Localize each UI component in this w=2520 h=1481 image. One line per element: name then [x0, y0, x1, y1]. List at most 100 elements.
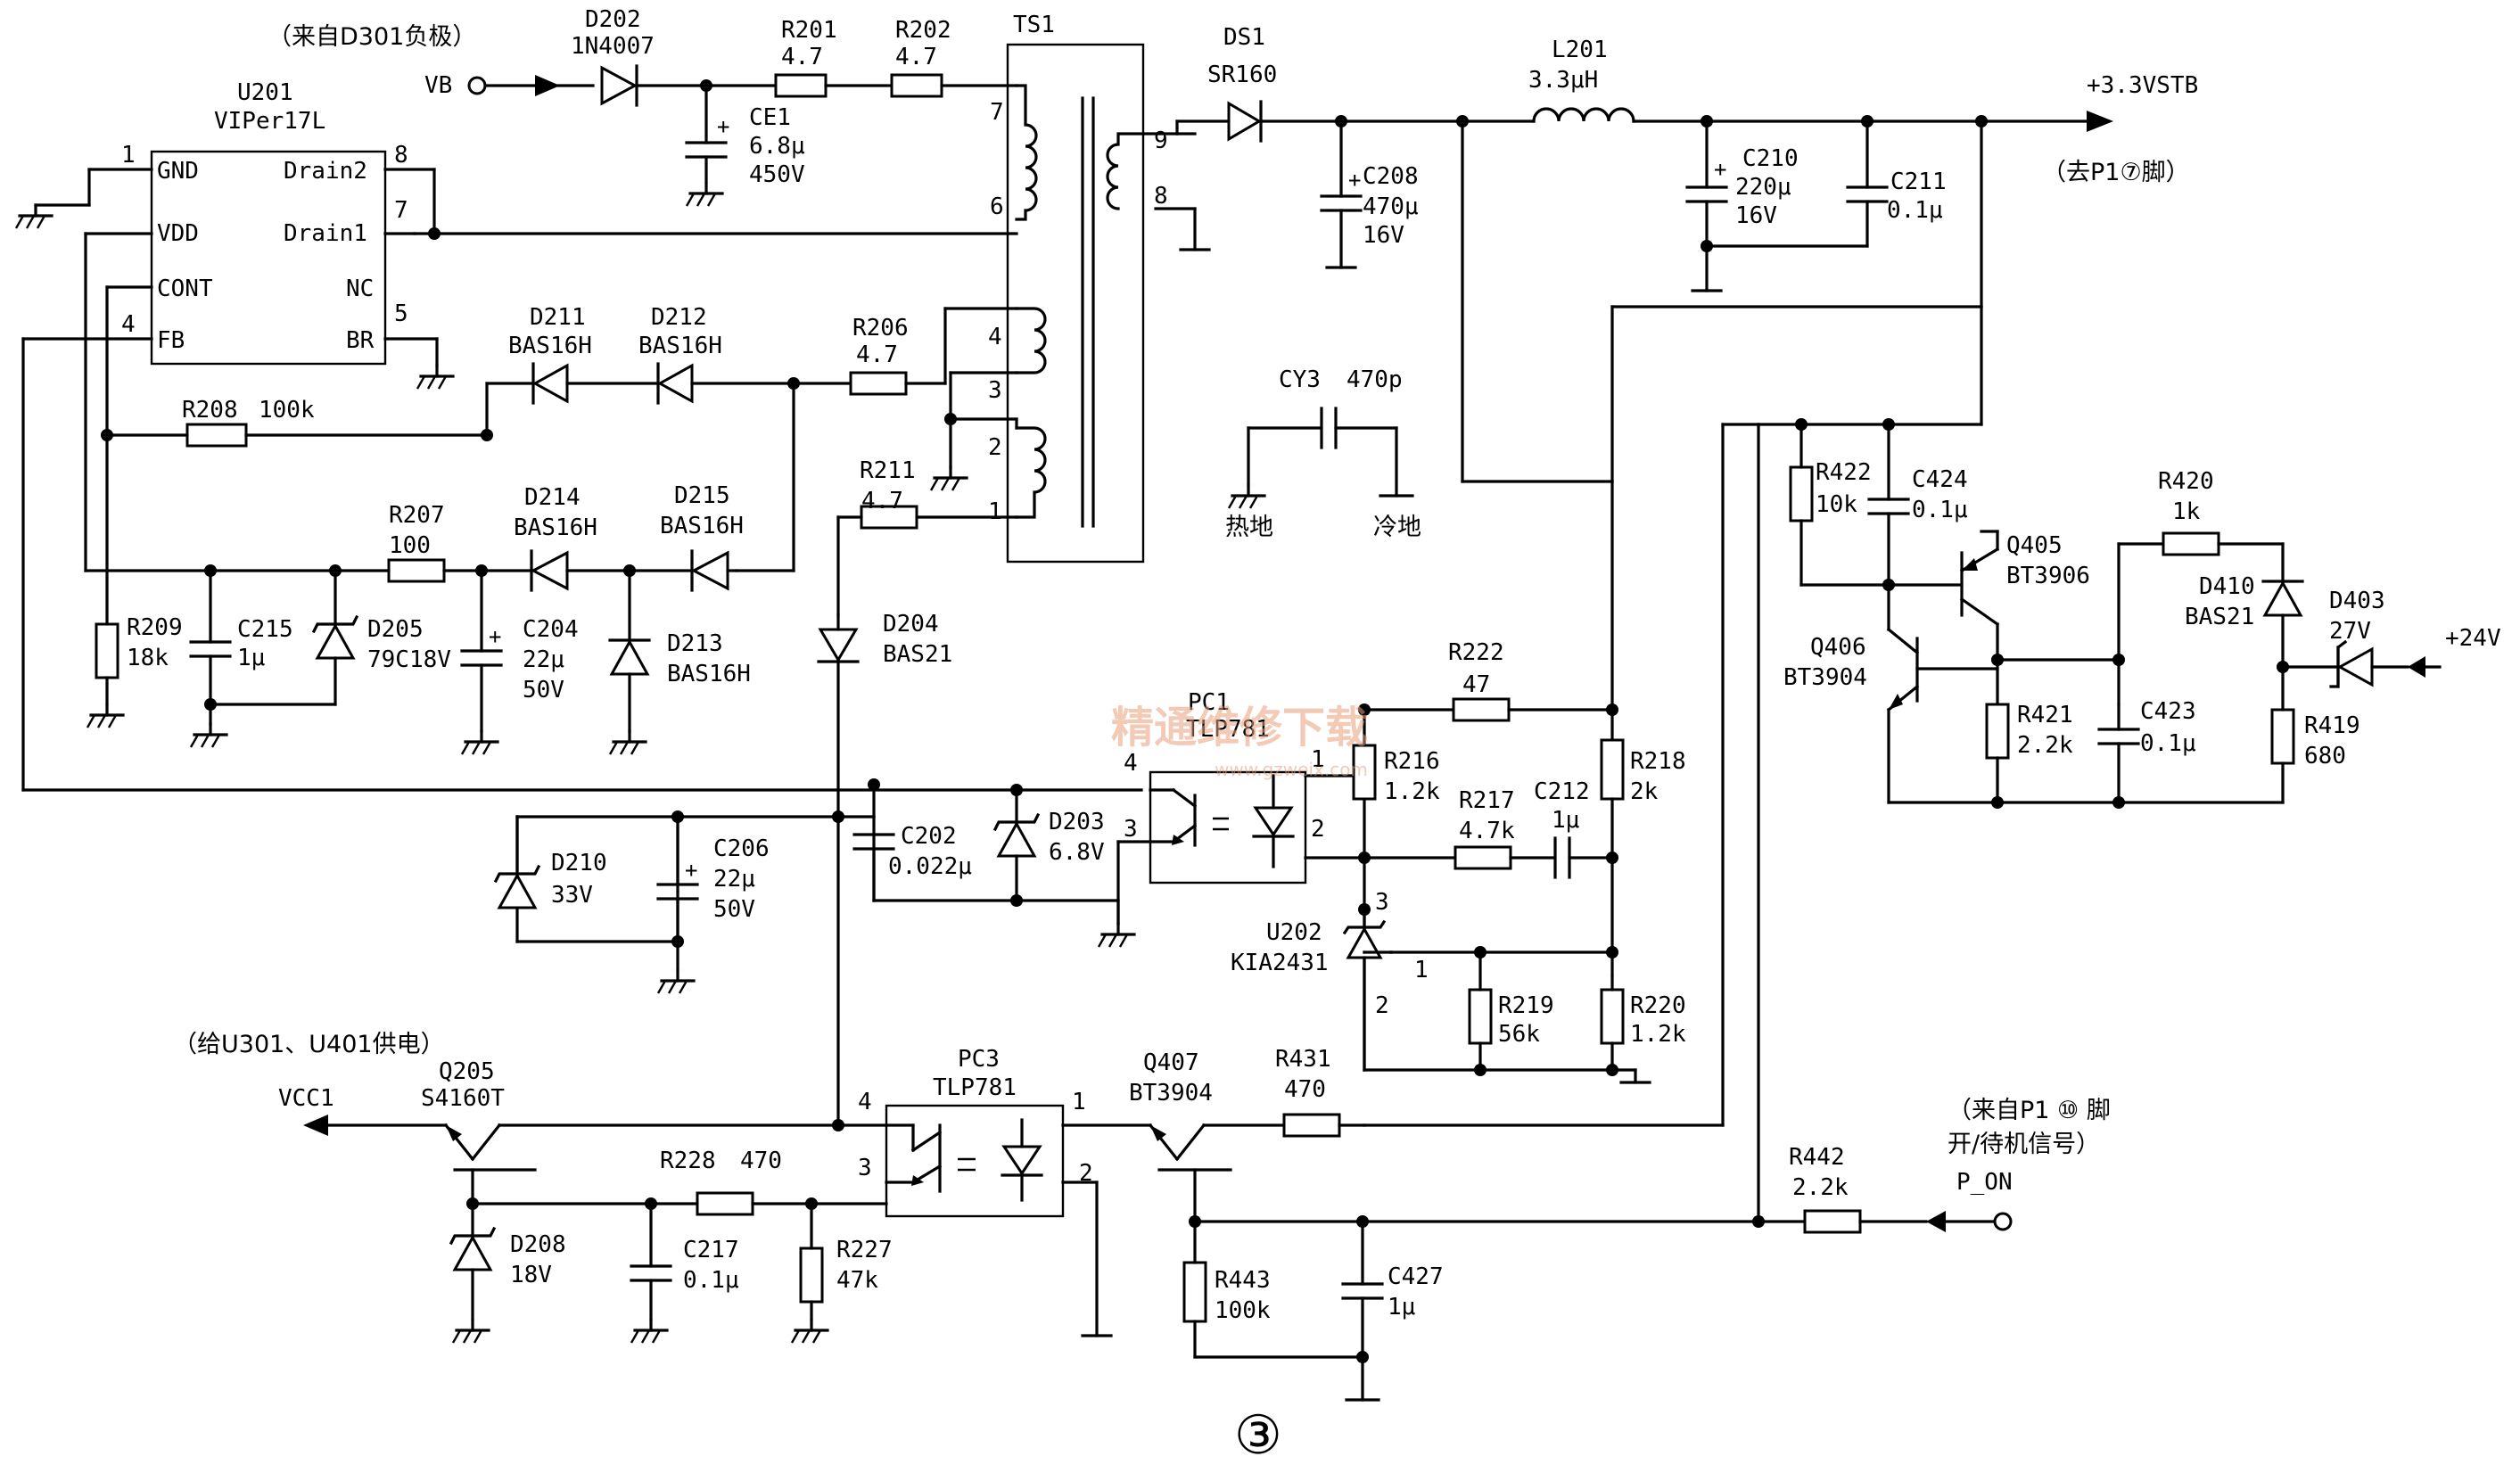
pc1-pin2: 2 — [1311, 816, 1325, 843]
r421-val: 2.2k — [2017, 732, 2073, 759]
pc1-pin3: 3 — [1124, 816, 1138, 843]
d208-zener — [449, 1202, 497, 1345]
u201-part: VIPer17L — [214, 108, 325, 135]
ts1-pin9: 9 — [1154, 128, 1168, 154]
c208-capacitor: + — [1320, 119, 1363, 269]
r442-ref: R442 — [1789, 1144, 1845, 1171]
r420-ref: R420 — [2158, 468, 2214, 495]
d214-val: BAS16H — [514, 514, 597, 541]
d211-val: BAS16H — [508, 333, 592, 359]
q205-transistor — [443, 1123, 537, 1172]
c215-ref: C215 — [237, 616, 293, 643]
r443-val: 100k — [1215, 1297, 1271, 1324]
ce1-capacitor: + — [685, 84, 729, 208]
cy3-val: 470p — [1346, 366, 1403, 393]
ts1-pin7: 7 — [990, 99, 1004, 126]
r206-ref: R206 — [852, 315, 909, 341]
u202-pin3: 3 — [1375, 889, 1389, 916]
d208-val: 18V — [510, 1262, 552, 1288]
r422-val: 10k — [1816, 491, 1857, 518]
c210-val1: 220μ — [1735, 174, 1791, 201]
r222-ref: R222 — [1448, 639, 1504, 666]
pc3-pin1: 1 — [1072, 1089, 1086, 1115]
d205-ref: D205 — [367, 616, 424, 643]
r211-resistor — [860, 505, 918, 530]
d203-val: 6.8V — [1049, 839, 1105, 866]
r217-ref: R217 — [1459, 787, 1515, 814]
r208-val: 100k — [259, 397, 315, 424]
r219-ref: R219 — [1498, 992, 1554, 1019]
r211-ref: R211 — [860, 457, 916, 484]
c208-ref: C208 — [1363, 163, 1419, 190]
c204-ref: C204 — [523, 616, 579, 643]
d403-val: 27V — [2329, 618, 2371, 645]
r419-ref: R419 — [2304, 712, 2360, 739]
r201-resistor — [774, 73, 894, 98]
c427-val: 1μ — [1388, 1294, 1415, 1321]
c210-val2: 16V — [1735, 202, 1777, 229]
r422-ref: R422 — [1816, 459, 1872, 486]
c210-capacitor: + — [1685, 119, 1728, 292]
u201-pin-n7: 7 — [394, 197, 408, 224]
svg-text:+: + — [489, 624, 501, 649]
q406-val: BT3904 — [1783, 664, 1867, 691]
d210-zener — [493, 815, 541, 909]
q406-ref: Q406 — [1810, 634, 1866, 661]
q205-ref: Q205 — [439, 1058, 495, 1085]
r207-ref: R207 — [389, 502, 445, 529]
d215-val: BAS16H — [660, 513, 744, 539]
c211-capacitor — [1846, 119, 1889, 248]
c217-capacitor — [630, 1202, 672, 1345]
c210-ref: C210 — [1742, 145, 1799, 172]
u202-val: KIA2431 — [1231, 950, 1329, 976]
c211-val: 0.1μ — [1887, 197, 1943, 224]
d213-diode — [608, 569, 651, 756]
label-cold-ground: 冷地 — [1373, 514, 1421, 541]
r219-val: 56k — [1498, 1021, 1540, 1048]
ts1-pin4: 4 — [988, 324, 1002, 350]
r206-val: 4.7 — [856, 341, 898, 368]
c206-val2: 50V — [713, 896, 755, 923]
r201-val: 4.7 — [781, 44, 823, 70]
r220-ref: R220 — [1630, 992, 1686, 1019]
watermark-text: 精通维修下载 — [1111, 703, 1368, 753]
ts1-pin1: 1 — [988, 498, 1002, 525]
c206-ref: C206 — [713, 835, 770, 862]
r216-resistor — [1352, 744, 1377, 801]
figure-number: ③ — [1234, 1404, 1282, 1467]
r442-val: 2.2k — [1792, 1174, 1849, 1201]
ts1-transformer — [1006, 43, 1179, 564]
u201-pin-nc: NC — [346, 276, 374, 302]
p-on-terminal — [1993, 1212, 2013, 1231]
r216-val: 1.2k — [1384, 778, 1440, 805]
note-from-p1-pin10-line1: （来自P1 ⑩ 脚 — [1948, 1097, 2111, 1124]
d213-ref: D213 — [667, 630, 723, 657]
label-hot-ground: 热地 — [1225, 514, 1273, 541]
u202-pin2: 2 — [1375, 992, 1389, 1019]
note-from-p1-pin10-line2: 开/待机信号） — [1948, 1131, 2100, 1158]
u202-ref: U202 — [1266, 919, 1322, 946]
svg-text:+: + — [1714, 157, 1726, 182]
c206-capacitor: + — [656, 815, 699, 943]
c215-capacitor — [189, 569, 232, 726]
q407-val: BT3904 — [1129, 1080, 1213, 1107]
u201-pin-n8: 8 — [394, 142, 408, 169]
c427-ref: C427 — [1388, 1263, 1444, 1290]
net-p-on: P_ON — [1956, 1169, 2013, 1196]
q405-transistor — [1959, 547, 2000, 627]
c211-ref: C211 — [1890, 169, 1947, 195]
net-vcc1: VCC1 — [278, 1085, 334, 1112]
d215-ref: D215 — [674, 482, 730, 509]
r219-resistor — [1468, 988, 1493, 1045]
d403-ref: D403 — [2329, 588, 2385, 614]
note-from-d301: （来自D301负极） — [268, 23, 476, 51]
c423-capacitor — [2097, 703, 2140, 804]
r202-ref: R202 — [895, 17, 951, 44]
pc3-pin4: 4 — [858, 1089, 872, 1115]
ts1-pin2: 2 — [988, 434, 1002, 461]
d205-zener — [311, 569, 359, 706]
r431-val: 470 — [1284, 1076, 1326, 1103]
c204-val1: 22μ — [523, 646, 564, 673]
ce1-ref: CE1 — [749, 104, 791, 131]
